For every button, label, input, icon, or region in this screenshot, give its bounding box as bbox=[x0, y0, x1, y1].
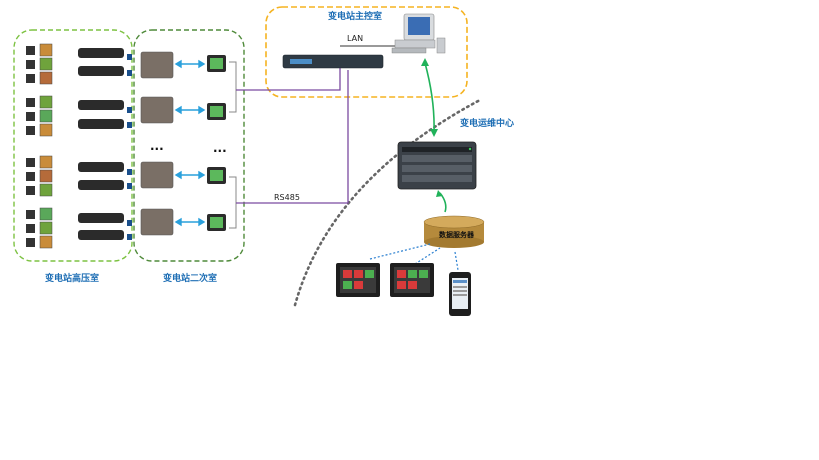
sensor-icon bbox=[26, 60, 35, 69]
sensor-icon bbox=[39, 207, 53, 221]
high-voltage-room-label: 变电站高压室 bbox=[45, 272, 99, 284]
workstation-computer bbox=[391, 13, 446, 54]
sensor-icon bbox=[39, 183, 53, 197]
client-link bbox=[369, 243, 431, 260]
sensor-icon bbox=[39, 57, 53, 71]
collector-unit bbox=[78, 230, 124, 240]
sensor-icon bbox=[39, 95, 53, 109]
collector-unit bbox=[78, 180, 124, 190]
sensor-icon bbox=[39, 155, 53, 169]
sensor-icon bbox=[26, 126, 35, 135]
main-control-room-label: 变电站主控室 bbox=[328, 10, 382, 22]
sensor-icon bbox=[39, 221, 53, 235]
ellipsis-terminals: ... bbox=[213, 141, 227, 155]
terminal-bracket bbox=[229, 61, 237, 113]
gateway-box bbox=[140, 161, 174, 189]
sensor-icon bbox=[39, 43, 53, 57]
collector-unit bbox=[78, 162, 124, 172]
sensor-group bbox=[26, 43, 53, 85]
collector-unit bbox=[78, 48, 124, 58]
high-voltage-room-boundary bbox=[13, 29, 133, 262]
rs485-label: RS485 bbox=[274, 193, 300, 202]
client-link bbox=[454, 251, 459, 271]
sensor-icon bbox=[26, 186, 35, 195]
sensor-icon bbox=[26, 238, 35, 247]
terminal-bracket bbox=[229, 176, 237, 229]
communication-server bbox=[282, 54, 384, 69]
collector-unit bbox=[78, 213, 124, 223]
collector-unit-pair bbox=[78, 162, 132, 190]
ops-center-boundary bbox=[293, 98, 482, 307]
sensor-icon bbox=[26, 210, 35, 219]
sensor-icon bbox=[26, 172, 35, 181]
sensor-icon bbox=[39, 71, 53, 85]
sensor-icon bbox=[39, 123, 53, 137]
lan-label: LAN bbox=[347, 34, 363, 43]
sensor-icon bbox=[26, 224, 35, 233]
ops-link bbox=[424, 62, 435, 133]
sensor-icon bbox=[39, 169, 53, 183]
main-control-room-boundary bbox=[265, 6, 468, 98]
data-server: 数据服务器 bbox=[423, 215, 485, 248]
sensor-icon bbox=[39, 235, 53, 249]
sensor-icon bbox=[26, 158, 35, 167]
ops-center-label: 变电运维中心 bbox=[460, 117, 514, 129]
collector-unit-pair bbox=[78, 48, 132, 76]
gateway-box bbox=[140, 96, 174, 124]
sensor-icon bbox=[26, 98, 35, 107]
client-link bbox=[414, 247, 441, 265]
ellipsis-gateways: ... bbox=[150, 139, 164, 153]
secondary-room-label: 变电站二次室 bbox=[163, 272, 217, 284]
rs485-link bbox=[236, 68, 341, 91]
sensor-icon bbox=[26, 112, 35, 121]
collector-unit bbox=[78, 66, 124, 76]
sensor-icon bbox=[39, 109, 53, 123]
collector-unit-pair bbox=[78, 100, 132, 129]
monitor-screen bbox=[390, 263, 434, 297]
collector-unit bbox=[78, 100, 124, 110]
sensor-group bbox=[26, 207, 53, 249]
storage-server bbox=[397, 141, 477, 190]
secondary-room-boundary bbox=[133, 29, 245, 262]
data-server-label: 数据服务器 bbox=[439, 230, 475, 239]
sensor-icon bbox=[26, 46, 35, 55]
collector-unit-pair bbox=[78, 213, 132, 240]
gateway-box bbox=[140, 51, 174, 79]
gateway-box bbox=[140, 208, 174, 236]
rs485-link bbox=[236, 70, 349, 204]
monitor-screen bbox=[336, 263, 380, 297]
collector-unit bbox=[78, 119, 124, 129]
sensor-icon bbox=[26, 74, 35, 83]
mobile-phone bbox=[449, 272, 471, 316]
sensor-group bbox=[26, 155, 53, 197]
sensor-group bbox=[26, 95, 53, 137]
